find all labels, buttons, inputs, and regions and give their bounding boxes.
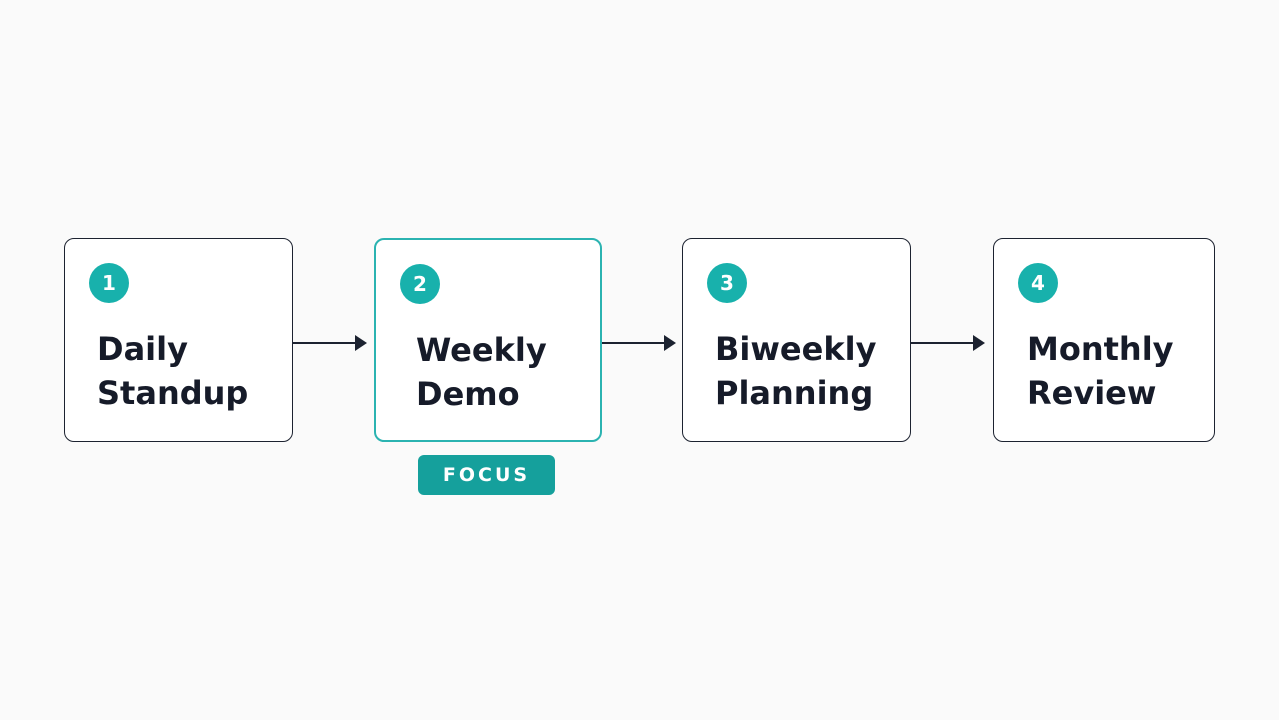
step-monthly-review: 4 Monthly Review [993,238,1215,442]
arrow-right-icon [911,335,985,351]
step-title: Biweekly Planning [715,327,876,415]
arrow-right-icon [602,335,676,351]
focus-badge: FOCUS [418,455,555,495]
step-title-line: Daily [97,330,188,368]
step-title-line: Planning [715,374,874,412]
step-number-badge: 1 [89,263,129,303]
step-number-badge: 3 [707,263,747,303]
step-title-line: Standup [97,374,249,412]
step-title-line: Review [1027,374,1157,412]
step-weekly-demo: 2 Weekly Demo [374,238,602,442]
step-number-badge: 2 [400,264,440,304]
step-title: Weekly Demo [416,328,547,416]
step-title: Monthly Review [1027,327,1174,415]
arrow-right-icon [293,335,367,351]
step-title-line: Biweekly [715,330,877,368]
step-daily-standup: 1 Daily Standup [64,238,293,442]
step-title-line: Monthly [1027,330,1174,368]
step-biweekly-planning: 3 Biweekly Planning [682,238,911,442]
step-title-line: Demo [416,375,520,413]
step-title-line: Weekly [416,331,547,369]
step-number-badge: 4 [1018,263,1058,303]
step-title: Daily Standup [97,327,248,415]
